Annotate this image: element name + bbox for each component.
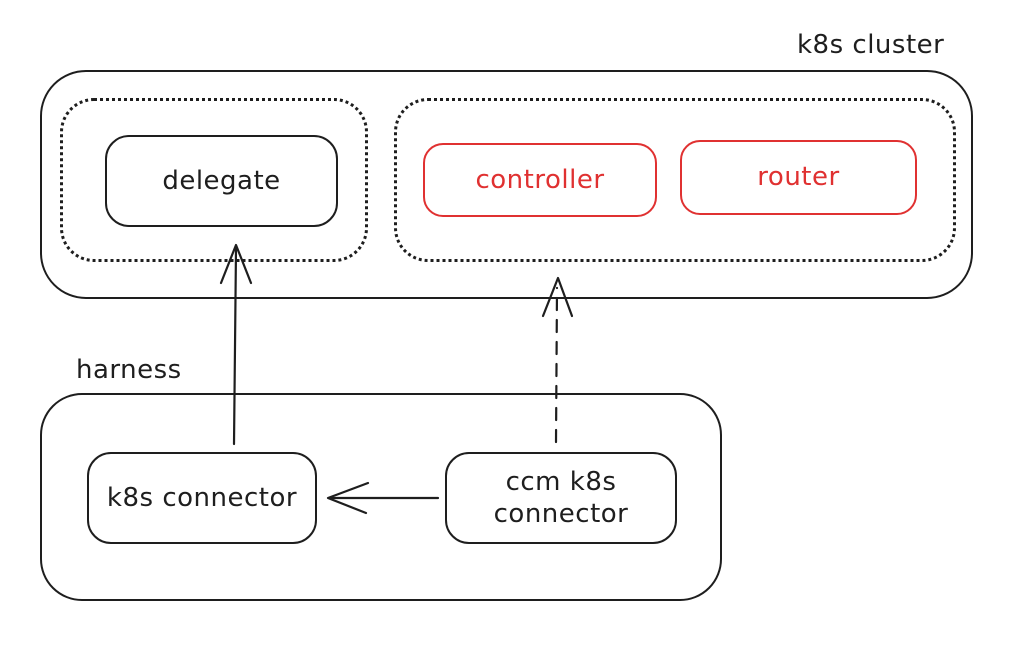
node-ccm-k8s-connector: ccm k8s connector: [445, 452, 677, 544]
harness-label: harness: [76, 355, 182, 385]
node-controller: controller: [423, 143, 657, 217]
node-delegate-label: delegate: [162, 165, 281, 196]
node-ccm-k8s-connector-label-line1: ccm k8s: [505, 466, 617, 497]
node-delegate: delegate: [105, 135, 338, 227]
node-ccm-k8s-connector-label-line2: connector: [493, 499, 629, 529]
node-k8s-connector: k8s connector: [87, 452, 317, 544]
controller-router-zone: [394, 98, 956, 262]
node-router-label: router: [757, 162, 840, 193]
node-router: router: [680, 140, 917, 215]
harness-container: [40, 393, 722, 601]
node-k8s-connector-label: k8s connector: [106, 482, 298, 513]
node-controller-label: controller: [475, 164, 605, 195]
delegate-zone: [60, 98, 368, 262]
cluster-container: [40, 70, 973, 299]
cluster-label: k8s cluster: [797, 30, 945, 60]
